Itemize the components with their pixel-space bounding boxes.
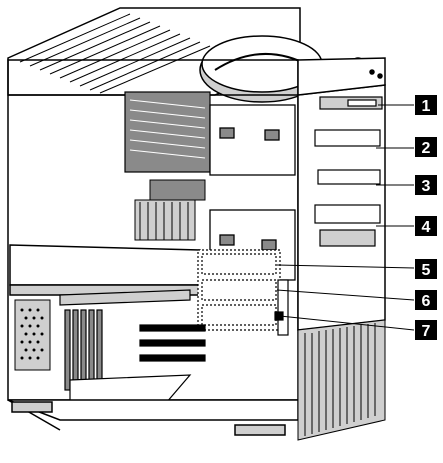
callout-6: 6 (415, 290, 437, 310)
lower-drive-bays (197, 249, 289, 336)
callout-5-label: 5 (422, 262, 431, 279)
callout-3: 3 (415, 175, 437, 195)
callout-2: 2 (415, 137, 437, 157)
power-supply (124, 91, 211, 173)
front-bay-slots (314, 96, 383, 247)
callout-leader-lines (276, 104, 415, 331)
callout-3-label: 3 (422, 178, 431, 195)
callout-5: 5 (415, 259, 437, 279)
callout-4: 4 (415, 216, 437, 236)
side-vent (297, 319, 386, 441)
callout-1-label: 1 (422, 98, 431, 115)
callout-7-label: 7 (422, 323, 431, 340)
middle-shelf (9, 244, 211, 296)
fan-grill (14, 299, 51, 371)
callout-7: 7 (415, 320, 437, 340)
callout-4-label: 4 (422, 219, 431, 236)
callout-2-label: 2 (422, 140, 431, 157)
chassis-base (7, 399, 299, 436)
callout-6-label: 6 (422, 293, 431, 310)
processor-heatsink (134, 179, 206, 241)
expansion-slots (59, 289, 206, 411)
callout-1: 1 (415, 95, 437, 115)
